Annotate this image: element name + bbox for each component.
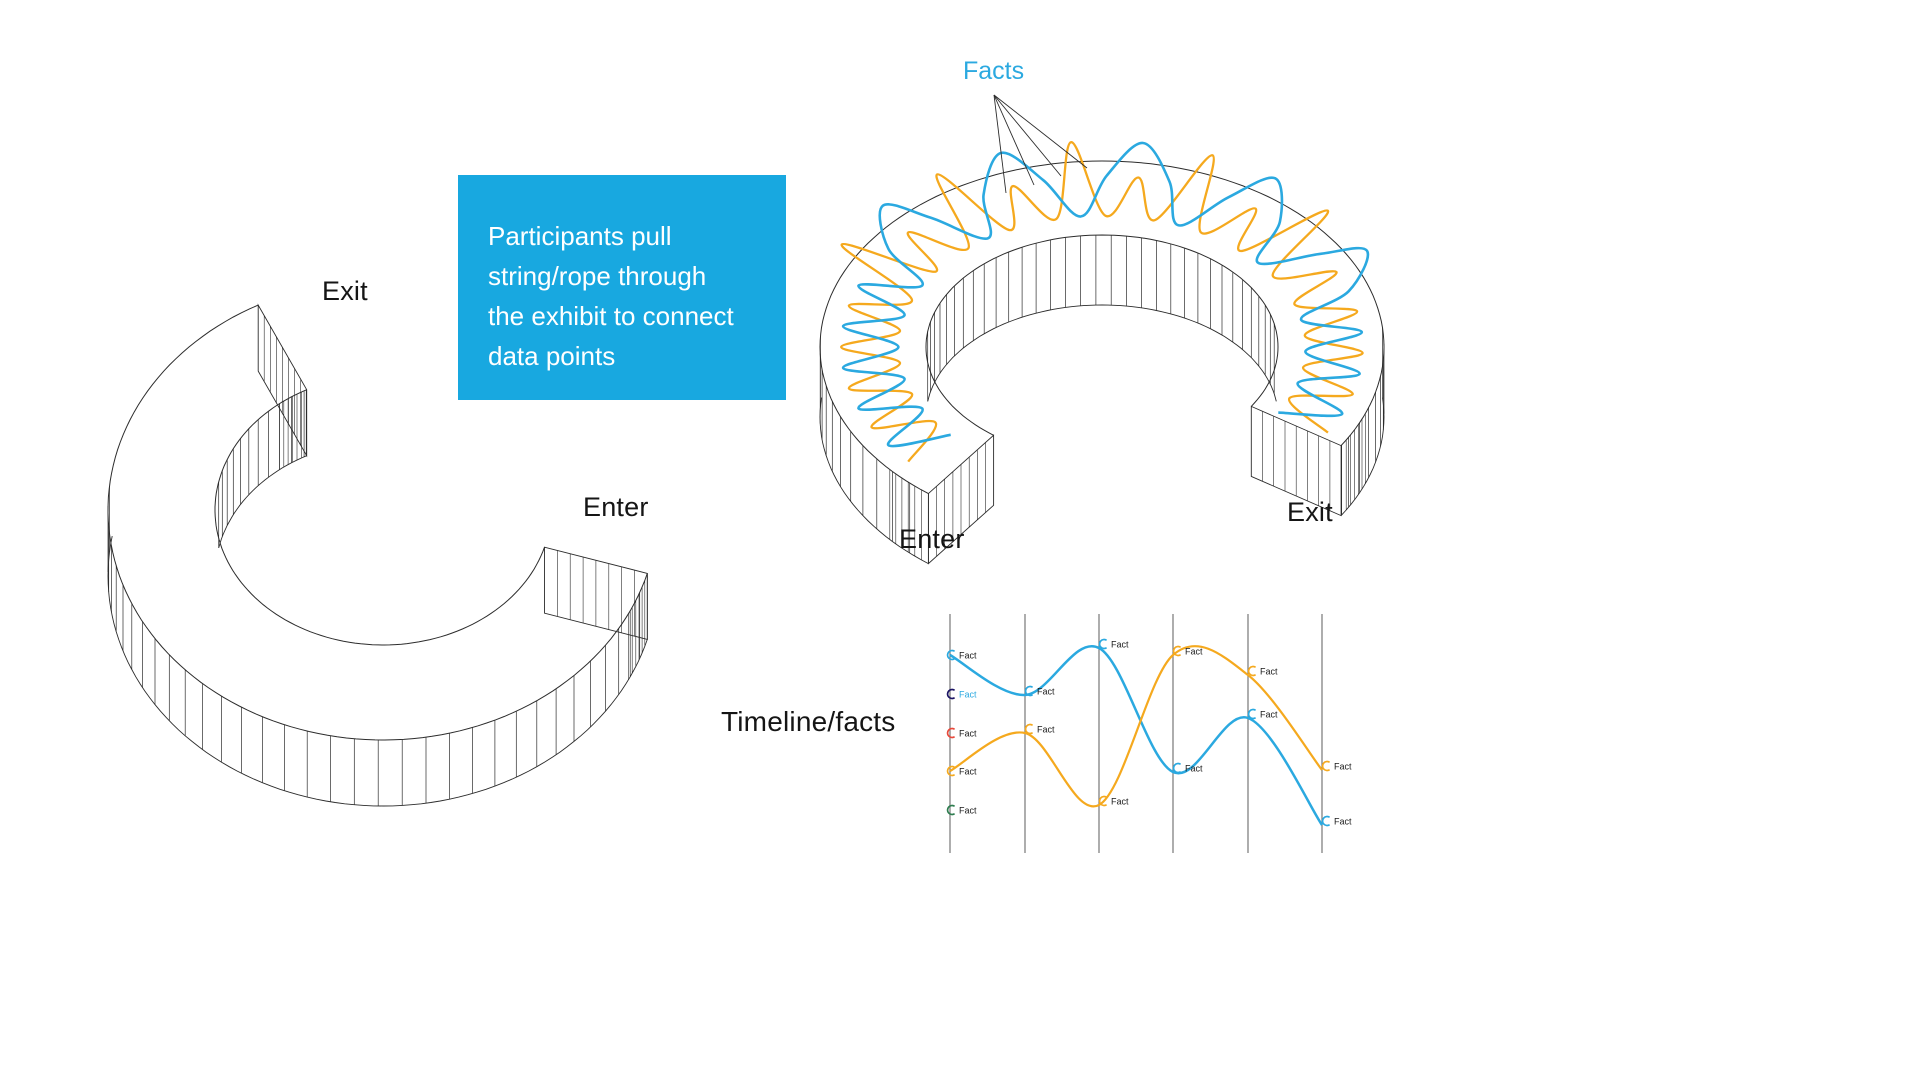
fact-marker-icon xyxy=(1321,815,1331,827)
fact-marker: Fact xyxy=(1247,665,1278,677)
fact-marker-label: Fact xyxy=(959,767,977,777)
timeline-chart: FactFactFactFactFactFactFactFactFactFact… xyxy=(946,614,1352,853)
fact-marker-label: Fact xyxy=(1260,667,1278,677)
fact-marker-label: Fact xyxy=(959,690,977,700)
fact-marker-label: Fact xyxy=(1037,687,1055,697)
ring-outer-top-edge xyxy=(107,304,648,741)
timeline-series-yellow-string xyxy=(949,645,1323,808)
ring-outer-top-edge xyxy=(819,160,1385,495)
ring-outer-bottom-edge xyxy=(1340,397,1385,516)
fact-marker-icon xyxy=(1172,645,1182,657)
fact-marker-icon xyxy=(1024,723,1034,735)
ring-inner-top-edge xyxy=(214,389,545,646)
fact-marker-icon xyxy=(1321,760,1331,772)
fact-marker-icon xyxy=(1098,638,1108,650)
fact-marker-icon xyxy=(1024,685,1034,697)
ring-outer-bottom-edge xyxy=(819,397,929,564)
fact-marker: Fact xyxy=(1321,760,1352,772)
timeline-series-blue-string xyxy=(949,644,1324,826)
timeline-title: Timeline/facts xyxy=(721,706,896,737)
fact-marker: Fact xyxy=(1247,708,1278,720)
ring-end-cap xyxy=(927,434,995,565)
fact-marker: Fact xyxy=(1172,762,1203,774)
fact-marker-icon xyxy=(1172,762,1182,774)
string-blue-path xyxy=(841,141,1370,448)
fact-marker: Fact xyxy=(1321,815,1352,827)
fact-marker-icon xyxy=(946,804,956,816)
fact-marker: Fact xyxy=(1172,645,1203,657)
info-box: Participants pull string/rope through th… xyxy=(458,175,786,400)
string-yellow-path xyxy=(840,141,1364,463)
facts-callout-lines xyxy=(993,94,1088,194)
fact-marker: Fact xyxy=(946,727,977,739)
ring-inner-bottom-edge xyxy=(927,304,1277,402)
facts-callout-line xyxy=(993,94,1035,186)
facts-callout-line xyxy=(993,94,1088,169)
fact-marker-label: Fact xyxy=(1260,710,1278,720)
fact-marker-icon xyxy=(1247,665,1257,677)
fact-marker: Fact xyxy=(946,649,977,661)
ring-inner-top-edge xyxy=(925,234,1279,436)
fact-marker-label: Fact xyxy=(1185,764,1203,774)
fact-marker: Fact xyxy=(946,765,977,777)
facts-callout-line xyxy=(993,94,1062,177)
right-ring-enter-label: Enter xyxy=(899,524,965,554)
fact-marker: Fact xyxy=(1024,685,1055,697)
right-ring-wireframe xyxy=(819,160,1385,565)
fact-marker-label: Fact xyxy=(1111,640,1129,650)
fact-marker-label: Fact xyxy=(1111,797,1129,807)
left-ring-exit-label: Exit xyxy=(322,276,368,306)
ring-end-cap xyxy=(544,546,648,640)
fact-marker: Fact xyxy=(946,804,977,816)
fact-marker: Fact xyxy=(1024,723,1055,735)
fact-marker-icon xyxy=(946,727,956,739)
fact-marker-label: Fact xyxy=(1185,647,1203,657)
fact-marker: Fact xyxy=(946,688,977,700)
ring-inner-bottom-edge xyxy=(218,455,307,549)
fact-marker-label: Fact xyxy=(959,729,977,739)
fact-marker-icon xyxy=(946,765,956,777)
fact-marker: Fact xyxy=(1098,795,1129,807)
ring-end-cap xyxy=(257,303,308,458)
fact-marker-icon xyxy=(946,649,956,661)
fact-marker-icon xyxy=(1098,795,1108,807)
fact-marker-label: Fact xyxy=(1037,725,1055,735)
fact-marker-label: Fact xyxy=(959,806,977,816)
fact-marker-label: Fact xyxy=(1334,762,1352,772)
fact-marker-icon xyxy=(946,688,956,700)
exhibit-strings xyxy=(840,141,1370,463)
facts-callout-line xyxy=(993,94,1007,194)
fact-marker-label: Fact xyxy=(1334,817,1352,827)
left-ring-wireframe xyxy=(107,303,648,807)
ring-outer-bottom-edge xyxy=(107,536,648,807)
right-ring-exit-label: Exit xyxy=(1287,497,1333,527)
left-ring-enter-label: Enter xyxy=(583,492,649,522)
ring-end-cap xyxy=(1250,405,1342,517)
fact-marker-label: Fact xyxy=(959,651,977,661)
fact-marker: Fact xyxy=(1098,638,1129,650)
fact-marker-icon xyxy=(1247,708,1257,720)
facts-callout-label: Facts xyxy=(963,57,1025,85)
